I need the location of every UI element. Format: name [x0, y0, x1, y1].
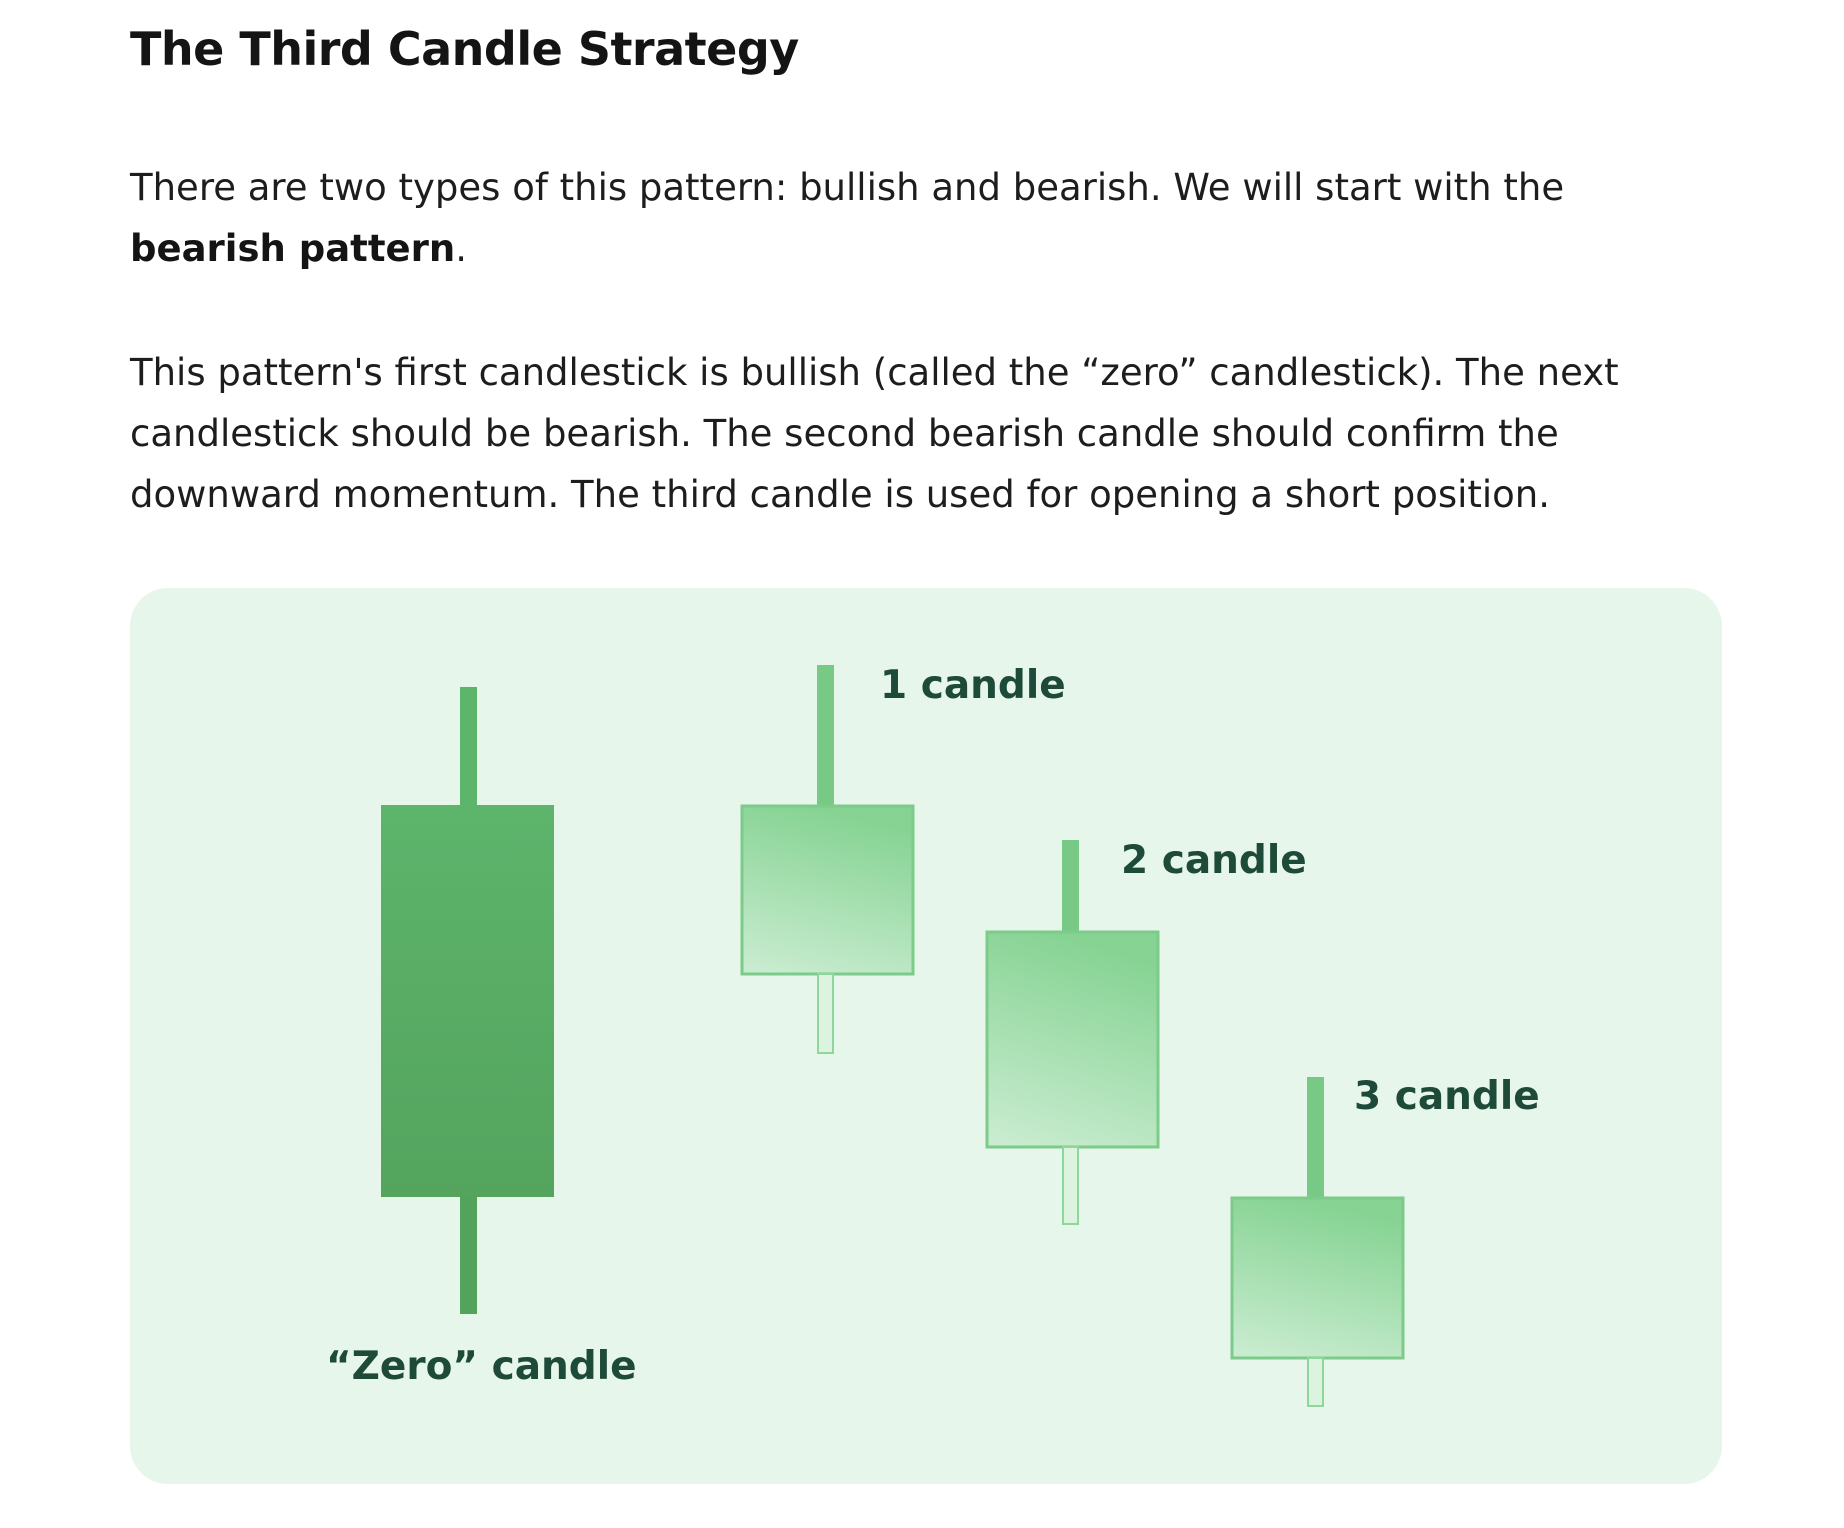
intro-paragraph: There are two types of this pattern: bul…: [130, 157, 1564, 279]
description-line-2: candlestick should be bearish. The secon…: [130, 412, 1559, 455]
first-candle: 1 candle: [740, 663, 1066, 1054]
intro-text-end: .: [455, 227, 467, 270]
third-candle-label: 3 candle: [1354, 1074, 1540, 1119]
candlestick-diagram: “Zero” candle 1 candle 2 candle 3 candle: [326, 663, 1540, 1407]
description-line-3: downward momentum. The third candle is u…: [130, 473, 1551, 516]
article-title: The Third Candle Strategy: [130, 22, 799, 76]
description-line-1: This pattern's first candlestick is bull…: [130, 351, 1619, 394]
second-candle: 2 candle: [985, 838, 1307, 1225]
zero-candle-lower-wick: [460, 1196, 477, 1314]
third-candle-lower-wick: [1307, 1357, 1324, 1407]
third-candle-body: [1230, 1196, 1405, 1360]
zero-candle-upper-wick: [460, 687, 477, 806]
description-paragraph: This pattern's first candlestick is bull…: [130, 342, 1619, 525]
first-candle-lower-wick: [817, 973, 834, 1054]
intro-bold-term: bearish pattern: [130, 227, 456, 270]
third-candle: 3 candle: [1230, 1074, 1540, 1407]
zero-candle-label: “Zero” candle: [326, 1344, 637, 1389]
intro-line-2: bearish pattern.: [130, 218, 1564, 279]
zero-candle-body: [381, 805, 554, 1197]
first-candle-body: [740, 804, 915, 976]
first-candle-label: 1 candle: [880, 663, 1066, 708]
second-candle-lower-wick: [1062, 1146, 1079, 1225]
third-candle-upper-wick: [1307, 1077, 1324, 1198]
second-candle-upper-wick: [1062, 840, 1079, 932]
second-candle-label: 2 candle: [1121, 838, 1307, 883]
second-candle-body: [985, 930, 1160, 1149]
intro-text-start: There are two types of this pattern: bul…: [130, 166, 1565, 209]
candlestick-illustration: “Zero” candle 1 candle 2 candle 3 candle: [130, 588, 1722, 1484]
zero-candle: “Zero” candle: [326, 687, 637, 1389]
first-candle-upper-wick: [817, 665, 834, 806]
